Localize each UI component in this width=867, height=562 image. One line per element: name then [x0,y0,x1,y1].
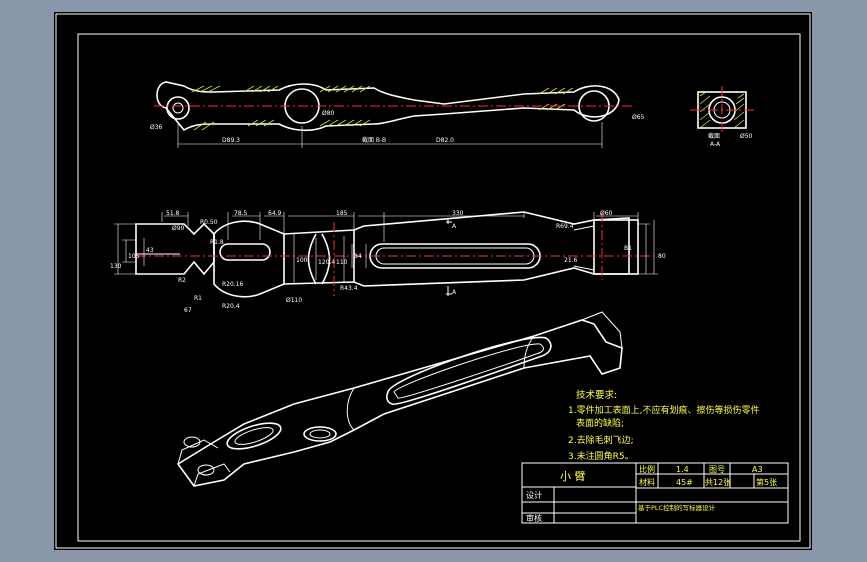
section-label-bb: 截面 B-B [362,136,386,144]
dim-left-h2: 105 [128,253,140,260]
cad-canvas: Ø36 Ø80 Ø65 D89.3 截面 B-B D82.0 Ø50 截面 A-… [55,13,811,549]
dim-slot-r: R20.16 [222,281,244,288]
dim-r2: R0.50 [200,219,218,226]
scale-label: 比例 [639,464,655,474]
dim-mid-dia: Ø80 [322,110,335,117]
tech-line-2: 表面的缺陷; [576,417,624,429]
tech-title: 技术要求: [576,389,617,401]
drawing-no-value: A3 [752,465,763,474]
material-value: 45# [676,478,693,487]
dim-left-dia: Ø36 [150,124,163,131]
title-block [521,462,789,524]
dim-top-4: 185 [336,210,348,217]
dim-top-2: 78.5 [234,210,248,217]
section-dia: Ø50 [740,133,753,140]
dim-mid-h4: 84 [354,253,362,260]
dim-right-dia: Ø60 [600,210,613,217]
dim-mid-h3: 110 [336,259,348,266]
dim-bot-1: Ø110 [286,297,302,304]
dim-right-h: B1 [624,245,632,252]
section-mark-a2: A [452,289,457,296]
sheet-no: 第5张 [756,477,777,487]
dim-left-h1: 43 [146,247,154,254]
total-sheets: 共12张 [705,478,731,487]
drawing-no-label: 图号 [709,465,725,474]
section-label-1: 截面 [708,132,720,140]
dim-r3: R69.4 [556,223,574,230]
dim-r6: R1 [194,295,202,302]
material-label: 材料 [639,477,655,487]
isometric-view [176,311,623,487]
dim-top-1: 51.8 [166,210,180,217]
dim-right-h2: 80 [658,253,666,260]
company-name: 基于PLC控制的写标器设计 [638,503,716,512]
section-mark-a1: A [452,223,457,230]
section-view [690,86,754,134]
tech-line-4: 3.未注圆角R5。 [568,450,634,462]
checker-label: 审核 [526,513,542,523]
dim-mid-h2: 120.4 [318,259,335,266]
dim-r5: R2 [178,277,186,284]
outer-border [55,13,811,549]
dim-rr: 21.6 [564,257,578,264]
tech-requirements: 技术要求: 1.零件加工表面上,不应有划痕、擦伤等损伤零件 表面的缺陷; 2.去… [568,389,759,462]
dim-bot-2: R43.4 [340,285,358,292]
tech-line-3: 2.去除毛刺飞边; [568,434,634,446]
dim-mid-h1: 100 [296,257,308,264]
section-label-2: A-A [710,141,721,148]
front-view [114,211,658,298]
dim-len-right: D82.0 [436,137,454,144]
dim-top-5: 330 [452,210,464,217]
top-view [154,81,634,148]
part-name: 小 臂 [560,470,586,483]
scale-value: 1.4 [676,465,689,474]
dim-top-3: 64.9 [268,210,282,217]
dim-left-h3: 130 [110,263,122,270]
dim-side: R1.8 [210,239,224,246]
drawing-sheet: Ø36 Ø80 Ø65 D89.3 截面 B-B D82.0 Ø50 截面 A-… [54,12,812,550]
dim-len-left: D89.3 [222,137,240,144]
inner-border [77,33,801,542]
dim-r1: Ø90 [172,225,185,232]
designer-label: 设计 [526,490,542,500]
dim-bot-3: R20.4 [222,303,240,310]
dim-bot-4: 67 [184,307,192,314]
dim-right-dia: Ø65 [632,114,645,121]
tech-line-1: 1.零件加工表面上,不应有划痕、擦伤等损伤零件 [568,404,759,416]
